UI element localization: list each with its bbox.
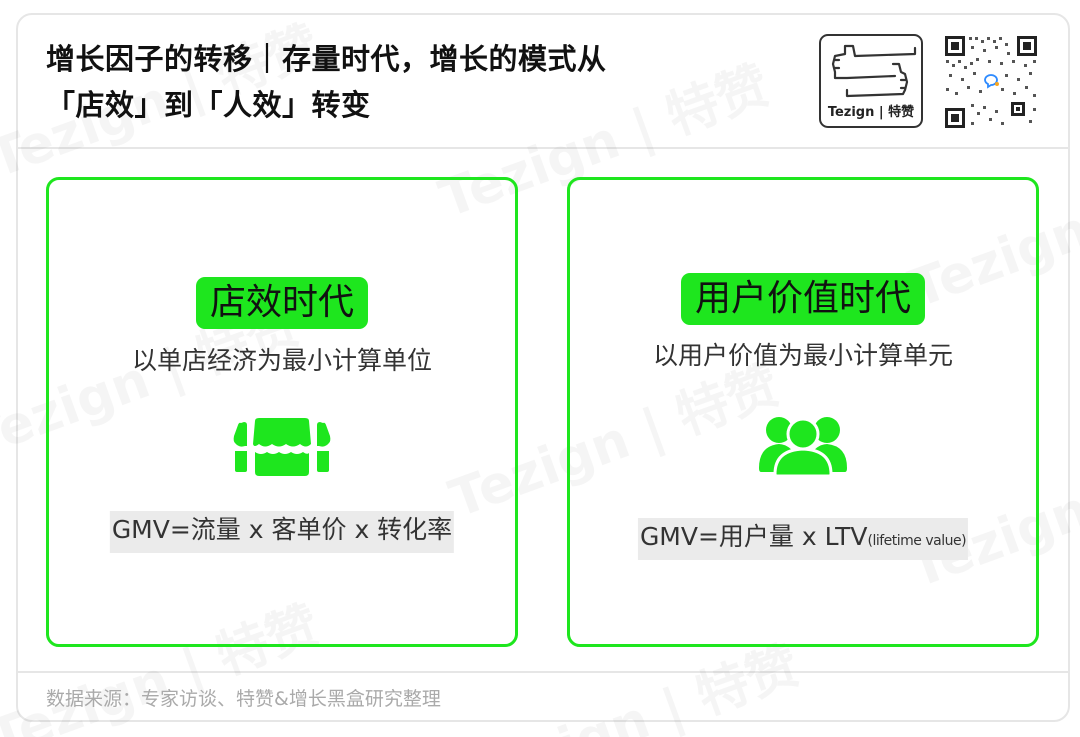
users-group-icon <box>759 412 847 480</box>
qr-code-icon <box>943 34 1039 130</box>
logo-text: Tezign | 特赞 <box>827 105 915 120</box>
era-subtitle: 以单店经济为最小计算单位 <box>131 346 432 375</box>
era-badge: 店效时代 <box>195 277 369 329</box>
header-divider <box>16 147 1070 149</box>
qr-code[interactable] <box>943 34 1039 130</box>
data-source-note: 数据来源：专家访谈、特赞&增长黑盒研究整理 <box>46 688 441 710</box>
gmv-formula: GMV=流量 x 客单价 x 转化率 <box>109 511 455 553</box>
era-subtitle: 以用户价值为最小计算单元 <box>652 341 953 370</box>
tezign-logo: Tezign | 特赞 <box>819 34 923 128</box>
title-line-1: 增长因子的转移｜存量时代，增长的模式从 <box>46 42 607 76</box>
page-title: 增长因子的转移｜存量时代，增长的模式从 「店效」到「人效」转变 <box>46 36 766 128</box>
era-badge: 用户价值时代 <box>680 273 926 325</box>
gmv-formula: GMV=用户量 x LTV(lifetime value) <box>637 518 969 560</box>
store-era-card: 店效时代 以单店经济为最小计算单位 GMV=流量 x 客单价 x 转化率 <box>46 177 518 647</box>
formula-text: GMV=用户量 x LTV <box>639 522 868 551</box>
formula-text: GMV=流量 x 客单价 x 转化率 <box>111 515 453 544</box>
formula-note: (lifetime value) <box>867 533 967 549</box>
infographic-frame <box>16 13 1070 722</box>
storefront-icon <box>233 418 331 480</box>
user-value-era-card: 用户价值时代 以用户价值为最小计算单元 GMV=用户量 x LTV(lifeti… <box>567 177 1039 647</box>
title-line-2: 「店效」到「人效」转变 <box>46 88 371 122</box>
thumbs-up-logo-icon <box>831 44 917 98</box>
footer-divider <box>16 671 1070 673</box>
